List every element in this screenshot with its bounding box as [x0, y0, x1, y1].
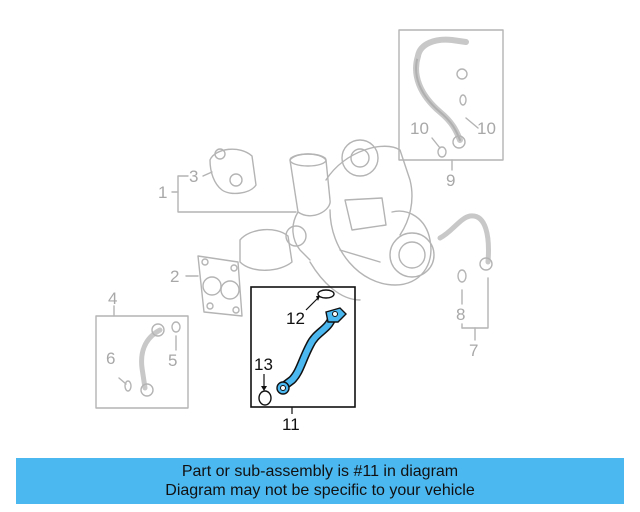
part-11-box: [250, 286, 356, 408]
callout-3: 3: [189, 167, 198, 186]
callout-9: 9: [446, 171, 455, 190]
parts-diagram: 1 3 2 4 6 5 8 7 9 10 10 12 13 11: [95, 29, 504, 434]
callout-1: 1: [158, 183, 167, 202]
info-banner: Part or sub-assembly is #11 in diagram D…: [16, 458, 624, 504]
part-3-actuator: [209, 148, 257, 195]
callout-12: 12: [286, 309, 305, 328]
callout-2: 2: [170, 267, 179, 286]
faded-leader-lines: [113, 159, 453, 385]
callout-5: 5: [168, 351, 177, 370]
callout-8: 8: [456, 305, 465, 324]
callout-4: 4: [108, 289, 117, 308]
callout-10-right: 10: [477, 119, 496, 138]
callout-7: 7: [469, 341, 478, 360]
banner-line-2: Diagram may not be specific to your vehi…: [165, 482, 475, 499]
banner-line-1: Part or sub-assembly is #11 in diagram: [181, 463, 459, 480]
callout-6: 6: [106, 349, 115, 368]
part-7-8-pipe: [437, 213, 493, 341]
part-2-gasket: [197, 255, 243, 317]
part-9-box: [398, 29, 504, 161]
part-4-box: [95, 315, 189, 409]
callout-11: 11: [282, 415, 300, 434]
callout-10-left: 10: [410, 119, 429, 138]
callout-13: 13: [254, 355, 273, 374]
turbocharger: [239, 139, 435, 301]
